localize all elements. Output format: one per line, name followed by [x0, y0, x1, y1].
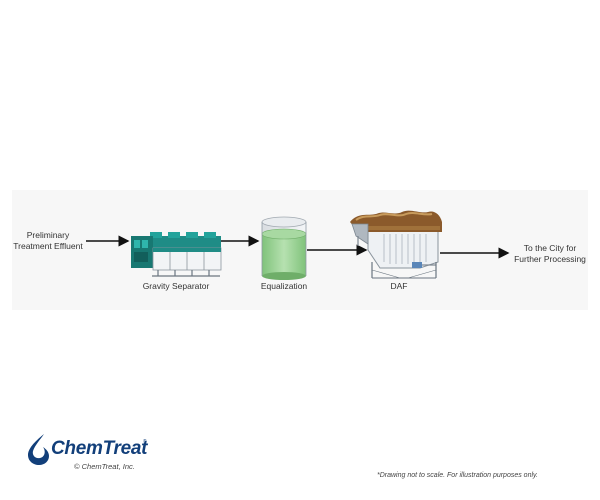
- output-label-line2: Further Processing: [514, 254, 586, 264]
- stage-label-gravity-separator: Gravity Separator: [142, 281, 210, 291]
- water-drop-icon: [28, 434, 49, 465]
- stage-label-daf: DAF: [390, 281, 408, 291]
- scale-disclaimer: *Drawing not to scale. For illustration …: [377, 472, 538, 479]
- copyright-text: © ChemTreat, Inc.: [74, 462, 135, 471]
- gravity-separator-icon: [131, 232, 222, 277]
- input-label: Preliminary Treatment Effluent: [8, 230, 88, 252]
- input-label-line1: Preliminary: [26, 230, 70, 240]
- stage-label-equalization: Equalization: [260, 281, 308, 291]
- output-label-line1: To the City for: [523, 243, 577, 253]
- logo-trademark: ®: [143, 439, 147, 445]
- daf-unit-icon: [350, 210, 442, 279]
- logo-wordmark: ChemTreat: [51, 438, 148, 459]
- equalization-tank-icon: [261, 216, 307, 280]
- chemtreat-logo: ChemTreat ® © ChemTreat, Inc.: [24, 432, 164, 482]
- output-label: To the City for Further Processing: [504, 243, 596, 265]
- input-label-line2: Treatment Effluent: [13, 241, 83, 251]
